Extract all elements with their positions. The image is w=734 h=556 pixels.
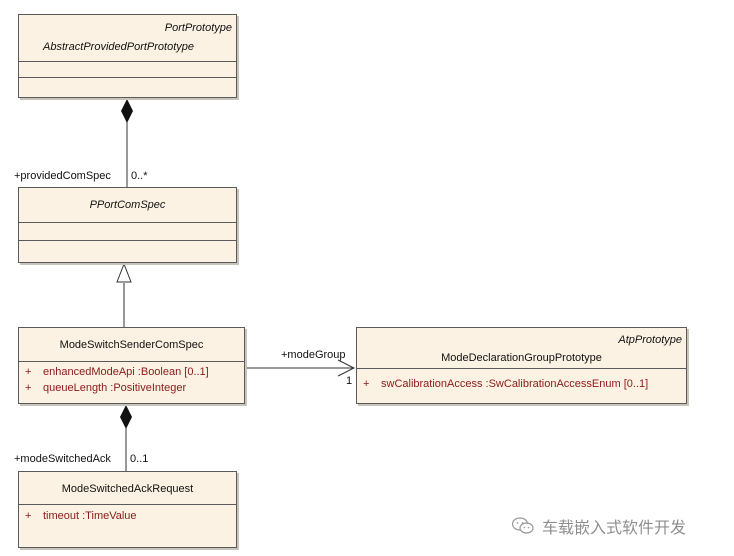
class-header: PortPrototype AbstractProvidedPortProtot…: [19, 15, 236, 62]
multiplicity-provided-com-spec: 0..*: [131, 170, 148, 182]
visibility-marker: +: [25, 510, 32, 522]
role-label-provided-com-spec: +providedComSpec: [14, 170, 111, 182]
visibility-marker: +: [25, 366, 32, 378]
class-name: PPortComSpec: [89, 199, 166, 211]
attribute-row: + enhancedModeApi :Boolean [0..1]: [25, 366, 209, 378]
attribute-row: + queueLength :PositiveInteger: [25, 382, 186, 394]
class-header: ModeSwitchSenderComSpec: [19, 328, 244, 362]
attribute-text: timeout :TimeValue: [43, 510, 137, 522]
compartment-divider: [19, 77, 236, 78]
class-name: AbstractProvidedPortPrototype: [43, 41, 195, 53]
generalization-arrowhead: [116, 262, 132, 283]
association-arrowhead-mode-group: [337, 359, 356, 377]
class-header: AtpPrototype ModeDeclarationGroupPrototy…: [357, 328, 686, 369]
visibility-marker: +: [363, 378, 370, 390]
stereotype-label: PortPrototype: [164, 22, 232, 34]
class-abstract-provided-port-prototype[interactable]: PortPrototype AbstractProvidedPortProtot…: [18, 14, 237, 98]
multiplicity-mode-group: 1: [346, 375, 353, 387]
class-name: ModeSwitchedAckRequest: [61, 483, 194, 495]
composition-diamond-ack: [120, 405, 132, 429]
attribute-text: enhancedModeApi :Boolean [0..1]: [43, 366, 209, 378]
attribute-row: + timeout :TimeValue: [25, 510, 137, 522]
class-header: PPortComSpec: [19, 188, 236, 223]
class-header: ModeSwitchedAckRequest: [19, 472, 236, 505]
attribute-text: swCalibrationAccess :SwCalibrationAccess…: [381, 378, 649, 390]
class-mode-switch-sender-com-spec[interactable]: ModeSwitchSenderComSpec + enhancedModeApi…: [18, 327, 245, 404]
role-label-mode-switched-ack: +modeSwitchedAck: [14, 453, 111, 465]
composition-diamond-provided: [121, 99, 133, 123]
watermark: 车载嵌入式软件开发: [511, 514, 722, 538]
attribute-text: queueLength :PositiveInteger: [43, 382, 187, 394]
watermark-text: 车载嵌入式软件开发: [542, 520, 687, 537]
class-pport-com-spec[interactable]: PPortComSpec: [18, 187, 237, 263]
class-mode-switched-ack-request[interactable]: ModeSwitchedAckRequest + timeout :TimeVal…: [18, 471, 237, 548]
attribute-row: + swCalibrationAccess :SwCalibrationAcces…: [363, 378, 648, 390]
visibility-marker: +: [25, 382, 32, 394]
class-mode-declaration-group-prototype[interactable]: AtpPrototype ModeDeclarationGroupPrototy…: [356, 327, 687, 404]
class-name: ModeSwitchSenderComSpec: [59, 339, 204, 351]
multiplicity-mode-switched-ack: 0..1: [130, 453, 149, 465]
role-label-mode-group: +modeGroup: [281, 349, 346, 361]
stereotype-label: AtpPrototype: [618, 334, 682, 346]
wechat-icon: [511, 517, 534, 535]
class-name: ModeDeclarationGroupPrototype: [441, 352, 602, 364]
compartment-divider: [19, 240, 236, 241]
